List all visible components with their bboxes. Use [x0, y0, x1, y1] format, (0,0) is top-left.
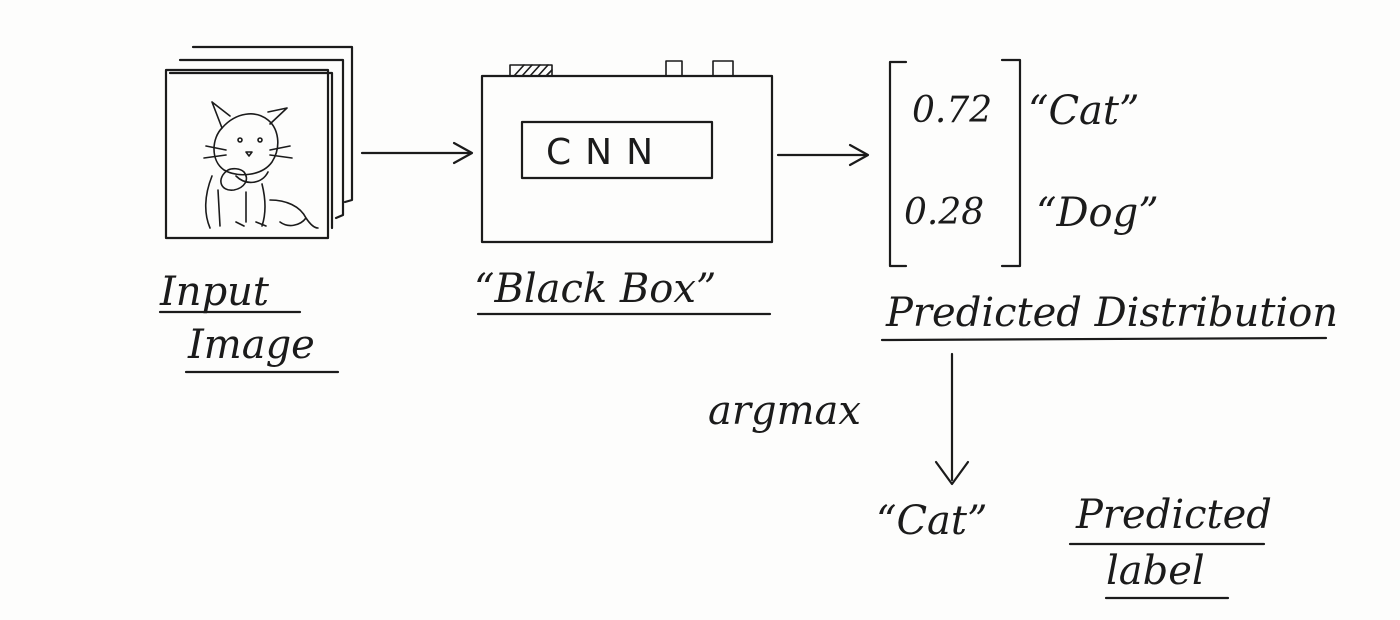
cnn-black-box: CNN	[480, 60, 774, 244]
cnn-label: CNN	[546, 132, 667, 173]
class-label-cat: “Cat”	[1028, 88, 1139, 134]
distribution-caption-underline	[880, 336, 1328, 342]
argmax-label: argmax	[708, 388, 861, 434]
box-port-left	[665, 60, 683, 77]
predicted-value: “Cat”	[876, 498, 987, 544]
black-box-caption: “Black Box”	[474, 266, 716, 312]
distribution-caption: Predicted Distribution	[885, 290, 1338, 336]
left-bracket	[888, 60, 908, 268]
cnn-label-panel	[520, 120, 714, 180]
input-label-line2: Image	[187, 322, 315, 368]
box-port-right	[712, 60, 734, 77]
black-box-frame	[480, 74, 774, 244]
probability-cat: 0.72	[912, 90, 992, 131]
arrow-argmax	[934, 352, 970, 486]
probability-dog: 0.28	[904, 192, 984, 233]
cat-sketch	[203, 101, 319, 229]
input-image-frame	[164, 68, 330, 240]
predicted-label-caption-line2: label	[1106, 548, 1205, 594]
input-image-stack	[164, 45, 354, 240]
arrow-input-to-cnn	[360, 141, 474, 165]
class-label-dog: “Dog”	[1036, 190, 1159, 236]
right-bracket	[1000, 58, 1022, 268]
arrow-cnn-to-distribution	[776, 143, 870, 167]
predicted-distribution-vector: 0.72 0.28 “Cat” “Dog”	[888, 58, 1159, 268]
predicted-label-caption-line1: Predicted	[1075, 492, 1272, 538]
input-label-line1: Input	[159, 269, 270, 315]
